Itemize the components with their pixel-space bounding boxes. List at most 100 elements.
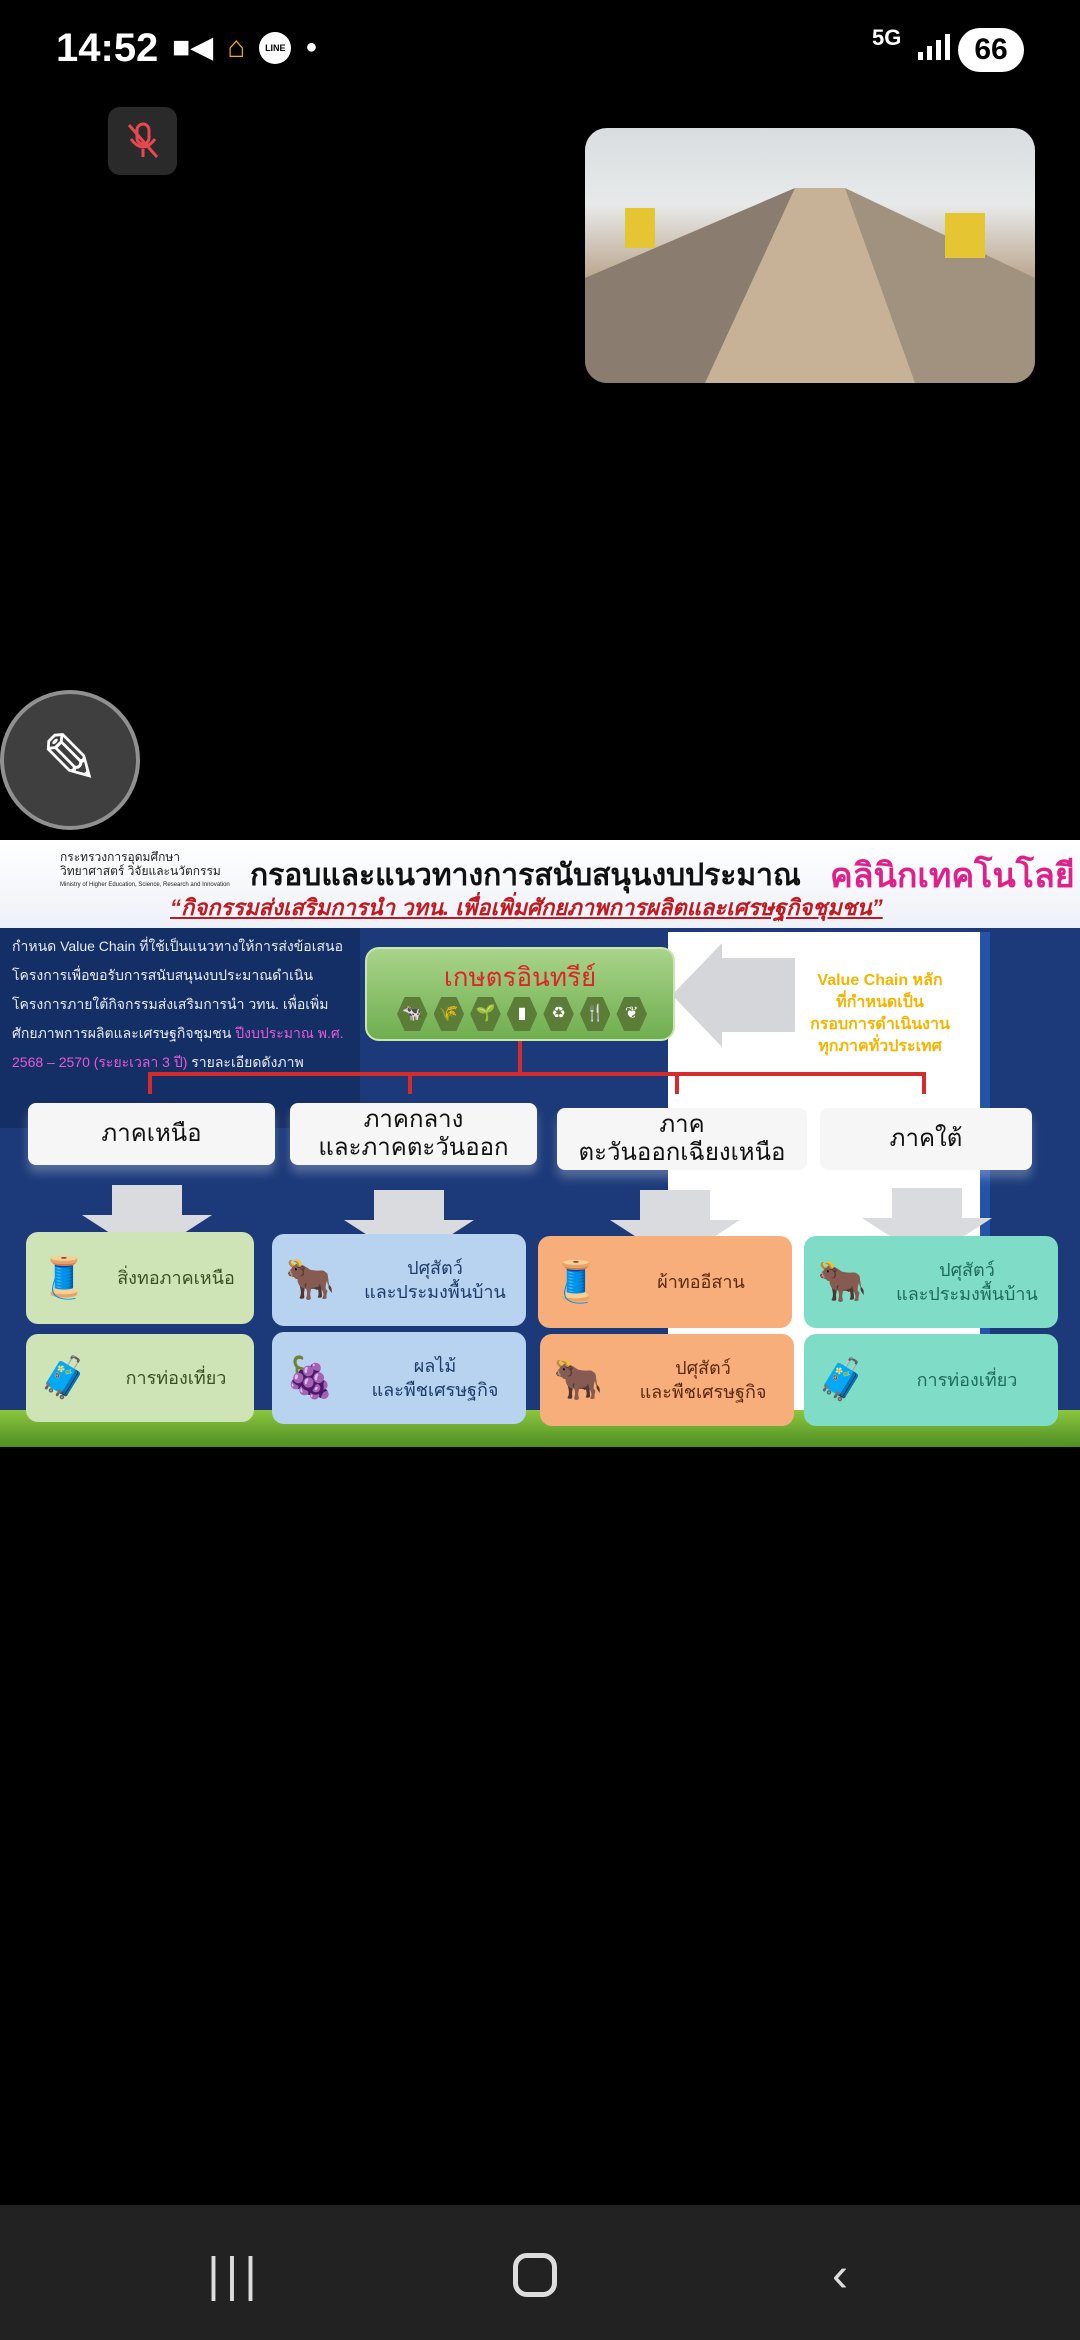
card-label-line: และพืชเศรษฐกิจ [639, 1382, 767, 1402]
region-label: ภาค [659, 1111, 705, 1138]
card-label-line: ผลไม้ [413, 1356, 457, 1376]
annotate-pen-button[interactable]: ✎ [0, 690, 140, 830]
card-label: ปศุสัตว์และประมงพื้นบ้าน [886, 1258, 1058, 1306]
ministry-name-line: วิทยาศาสตร์ วิจัยและนวัตกรรม [60, 864, 221, 878]
region-label: ภาคกลาง [363, 1106, 464, 1133]
card-label-line: ปศุสัตว์ [939, 1260, 995, 1280]
participant-video-thumbnail[interactable] [585, 128, 1035, 383]
connector-line [148, 1072, 152, 1094]
ministry-logo-text: กระทรวงการอุดมศึกษา วิทยาศาสตร์ วิจัยและ… [60, 850, 230, 892]
card-label: การท่องเที่ยว [125, 1368, 227, 1388]
pencil-icon: ✎ [40, 720, 100, 798]
value-chain-card: 🐂 ปศุสัตว์และประมงพื้นบ้าน [804, 1236, 1058, 1328]
cattle-icon: 🐂 [285, 1258, 335, 1302]
down-arrow-icon [112, 1185, 182, 1215]
intro-text: กำหนด Value Chain ที่ใช้เป็นแนวทางให้การ… [12, 932, 357, 1077]
notification-icons: ■◀ ⌂ LINE ● [172, 30, 317, 65]
ministry-name-line: กระทรวงการอุดมศึกษา [60, 850, 180, 864]
down-arrow-icon [374, 1190, 444, 1220]
card-label: ผ้าทออีสาน [657, 1272, 745, 1292]
card-label-line: และประมงพื้นบ้าน [896, 1284, 1038, 1304]
meeting-room-video [585, 188, 1035, 383]
shared-presentation-slide: กระทรวงการอุดมศึกษา วิทยาศาสตร์ วิจัยและ… [0, 840, 1080, 1447]
line-icon: LINE [259, 31, 292, 64]
value-chain-card: 🍇 ผลไม้และพืชเศรษฐกิจ [272, 1332, 526, 1424]
note-line: ที่กำหนดเป็น [836, 994, 924, 1011]
cattle-icon: 🐂 [817, 1260, 867, 1304]
intro-body: กำหนด Value Chain ที่ใช้เป็นแนวทางให้การ… [12, 938, 344, 1041]
connector-line [675, 1072, 679, 1094]
card-label-line: ปศุสัตว์ [675, 1358, 731, 1378]
region-label: และภาคตะวันออก [318, 1134, 509, 1161]
fruit-icon: 🍇 [285, 1356, 335, 1400]
signal-icon [918, 34, 950, 60]
home-icon [513, 2253, 557, 2297]
status-bar: 14:52 ■◀ ⌂ LINE ● 5G 66 [0, 0, 1080, 100]
region-label: ตะวันออกเฉียงเหนือ [578, 1139, 786, 1166]
value-chain-card: 🧵 ผ้าทออีสาน [538, 1236, 792, 1328]
clock: 14:52 [56, 26, 159, 70]
slide-title: กรอบและแนวทางการสนับสนุนงบประมาณ [250, 859, 801, 892]
down-arrow-icon [640, 1190, 710, 1220]
textile-icon: 🧵 [39, 1256, 89, 1300]
plant-icon: 🌱 [470, 997, 501, 1031]
region-northeast: ภาคตะวันออกเฉียงเหนือ [557, 1108, 807, 1170]
mic-off-icon [127, 122, 158, 158]
note-line: ทุกภาคทั่วประเทศ [818, 1038, 942, 1055]
left-arrow-body [720, 958, 795, 1032]
mute-toggle-button[interactable] [108, 107, 177, 175]
value-chain-card: 🧳 การท่องเที่ยว [804, 1334, 1058, 1426]
note-line: กรอบการดำเนินงาน [810, 1016, 950, 1033]
cattle-icon: 🐂 [553, 1358, 603, 1402]
slide-header [0, 840, 1080, 928]
card-label: การท่องเที่ยว [916, 1370, 1018, 1390]
connector-line [408, 1072, 412, 1094]
intro-highlight: ปีงบประมาณ พ.ศ. 2568 – 2570 (ระยะเวลา 3 … [12, 1025, 344, 1070]
left-arrow-icon [672, 943, 722, 1047]
down-arrow-icon [892, 1188, 962, 1218]
value-chain-card: 🧵 สิ่งทอภาคเหนือ [26, 1232, 254, 1324]
connector-line [518, 1041, 522, 1075]
home-button[interactable] [495, 2240, 575, 2310]
card-label-line: ปศุสัตว์ [407, 1258, 463, 1278]
agriculture-icons: 🐄🌾🌱▮♻🍴❦ [396, 997, 648, 1035]
left-panel-bg [0, 928, 360, 1128]
main-value-chain-box: เกษตรอินทรีย์ 🐄🌾🌱▮♻🍴❦ [365, 947, 675, 1041]
textile-icon: 🧵 [551, 1260, 601, 1304]
back-button[interactable]: ‹ [800, 2240, 880, 2310]
value-chain-card: 🐂 ปศุสัตว์และพืชเศรษฐกิจ [540, 1334, 794, 1426]
battery-indicator: 66 [958, 28, 1024, 72]
card-label: ปศุสัตว์และพืชเศรษฐกิจ [622, 1356, 794, 1404]
cow-icon: 🐄 [396, 997, 428, 1031]
navigation-bar [0, 2205, 1080, 2340]
value-chain-card: 🧳 การท่องเที่ยว [26, 1334, 254, 1422]
card-label-line: และพืชเศรษฐกิจ [371, 1380, 499, 1400]
travel-icon: 🧳 [817, 1358, 867, 1402]
back-icon: ‹ [832, 2248, 848, 2302]
leaf-icon: ❦ [616, 997, 648, 1031]
notification-bell-icon: ⌂ [227, 30, 246, 64]
value-chain-card: 🐂 ปศุสัตว์และประมงพื้นบ้าน [272, 1234, 526, 1326]
region-label: ภาคใต้ [889, 1125, 963, 1152]
recent-apps-button[interactable]: ||| [195, 2240, 275, 2310]
connector-line [922, 1072, 926, 1094]
utensils-icon: 🍴 [579, 997, 611, 1031]
region-central-east: ภาคกลางและภาคตะวันออก [290, 1103, 537, 1165]
connector-line [148, 1072, 924, 1076]
video-icon: ■◀ [172, 31, 214, 64]
region-north: ภาคเหนือ [28, 1103, 275, 1165]
ministry-name-en: Ministry of Higher Education, Science, R… [60, 882, 230, 888]
card-label: สิ่งทอภาคเหนือ [117, 1268, 235, 1288]
card-label-line: และประมงพื้นบ้าน [364, 1282, 506, 1302]
intro-tail: รายละเอียดดังภาพ [187, 1054, 304, 1070]
card-label: ปศุสัตว์และประมงพื้นบ้าน [354, 1256, 526, 1304]
network-type: 5G [872, 25, 902, 50]
dot-icon: ● [305, 36, 318, 58]
recent-apps-icon: ||| [207, 2248, 263, 2302]
wheat-icon: 🌾 [433, 997, 465, 1031]
slide-subtitle: “กิจกรรมส่งเสริมการนำ วทน. เพื่อเพิ่มศัก… [170, 895, 883, 920]
value-chain-note: Value Chain หลัก ที่กำหนดเป็น กรอบการดำเ… [790, 970, 970, 1058]
travel-icon: 🧳 [39, 1356, 89, 1400]
tech-clinic-logo: คลินิกเทคโนโลยี [830, 857, 1075, 895]
region-south: ภาคใต้ [820, 1108, 1032, 1170]
